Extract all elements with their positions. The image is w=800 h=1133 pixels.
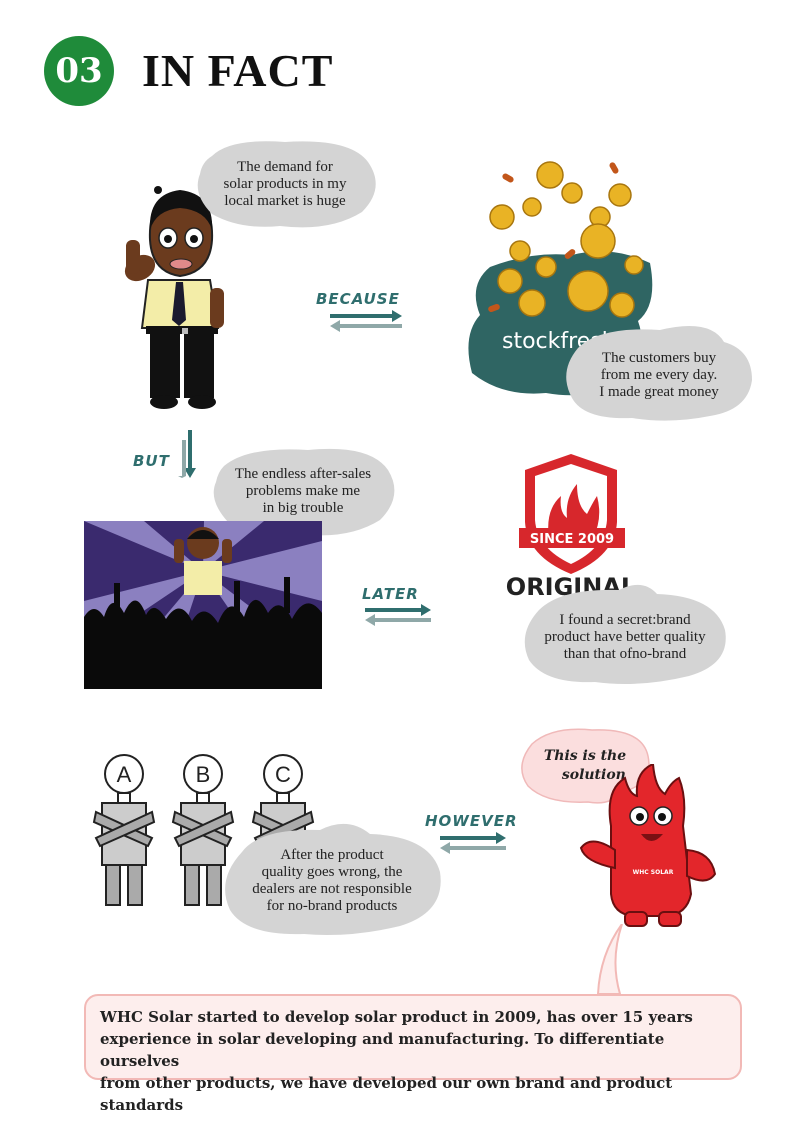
summary-line: WHC Solar started to develop solar produ… bbox=[100, 1008, 693, 1026]
demand-line: The demand for bbox=[237, 158, 333, 175]
however-connector-label: HOWEVER bbox=[425, 812, 518, 830]
summary-line: experience in solar developing and manuf… bbox=[100, 1030, 665, 1070]
dealers-abc-illustration: A B C bbox=[92, 754, 315, 906]
dealers-line: After the product bbox=[280, 847, 384, 863]
later-arrows-icon bbox=[365, 604, 431, 626]
because-connector-label: BECAUSE bbox=[316, 290, 400, 308]
crowd-trouble-illustration bbox=[84, 521, 322, 689]
section-number-badge: 03 bbox=[44, 36, 114, 106]
solution-line: This is the bbox=[543, 748, 627, 764]
demand-line: local market is huge bbox=[224, 192, 346, 209]
however-arrows-icon bbox=[440, 832, 506, 854]
dealers-line: dealers are not responsible bbox=[252, 881, 412, 897]
dealers-line: for no-brand products bbox=[266, 898, 398, 914]
whc-mascot-illustration: WHC SOLAR bbox=[579, 764, 717, 927]
dealer-c-label: C bbox=[275, 762, 291, 787]
man-illustration bbox=[124, 186, 224, 409]
but-connector-label: BUT bbox=[133, 452, 170, 470]
demand-line: solar products in my bbox=[223, 175, 347, 192]
page-title: IN FACT bbox=[142, 45, 334, 96]
trouble-line: problems make me bbox=[245, 482, 361, 499]
trouble-line: in big trouble bbox=[262, 499, 344, 516]
customers-speech-bubble: The customers buy from me every day. I m… bbox=[560, 322, 758, 422]
later-connector-label: LATER bbox=[362, 585, 419, 603]
secret-line: I found a secret:brand bbox=[559, 611, 691, 628]
dealer-a-label: A bbox=[117, 762, 132, 787]
summary-text-box: WHC Solar started to develop solar produ… bbox=[84, 994, 742, 1114]
because-arrows-icon bbox=[330, 310, 402, 332]
callout-tail bbox=[596, 924, 623, 995]
dealer-b: B bbox=[171, 754, 235, 906]
secret-line: than that ofno-brand bbox=[563, 645, 687, 662]
demand-speech-bubble: The demand for solar products in my loca… bbox=[190, 138, 380, 230]
trouble-line: The endless after-sales bbox=[234, 465, 372, 482]
customers-line: from me every day. bbox=[600, 366, 718, 383]
summary-line: from other products, we have developed o… bbox=[100, 1074, 673, 1114]
dealer-b-label: B bbox=[196, 762, 211, 787]
customers-line: I made great money bbox=[599, 383, 719, 400]
dealers-speech-bubble: After the product quality goes wrong, th… bbox=[220, 818, 444, 936]
dealer-a: A bbox=[92, 754, 156, 906]
trouble-speech-bubble: The endless after-sales problems make me… bbox=[208, 444, 398, 538]
secret-speech-bubble: I found a secret:brand product have bett… bbox=[519, 580, 731, 686]
solution-line: solution bbox=[561, 767, 626, 783]
secret-line: product have better quality bbox=[544, 628, 706, 645]
original-shield-logo: SINCE 2009 ORIGINAL bbox=[506, 454, 636, 601]
mascot-badge-label: WHC SOLAR bbox=[633, 869, 674, 876]
dealers-line: quality goes wrong, the bbox=[261, 864, 403, 880]
since-2009-label: SINCE 2009 bbox=[530, 532, 614, 547]
but-arrows-icon bbox=[178, 430, 196, 478]
customers-line: The customers buy bbox=[601, 349, 717, 366]
